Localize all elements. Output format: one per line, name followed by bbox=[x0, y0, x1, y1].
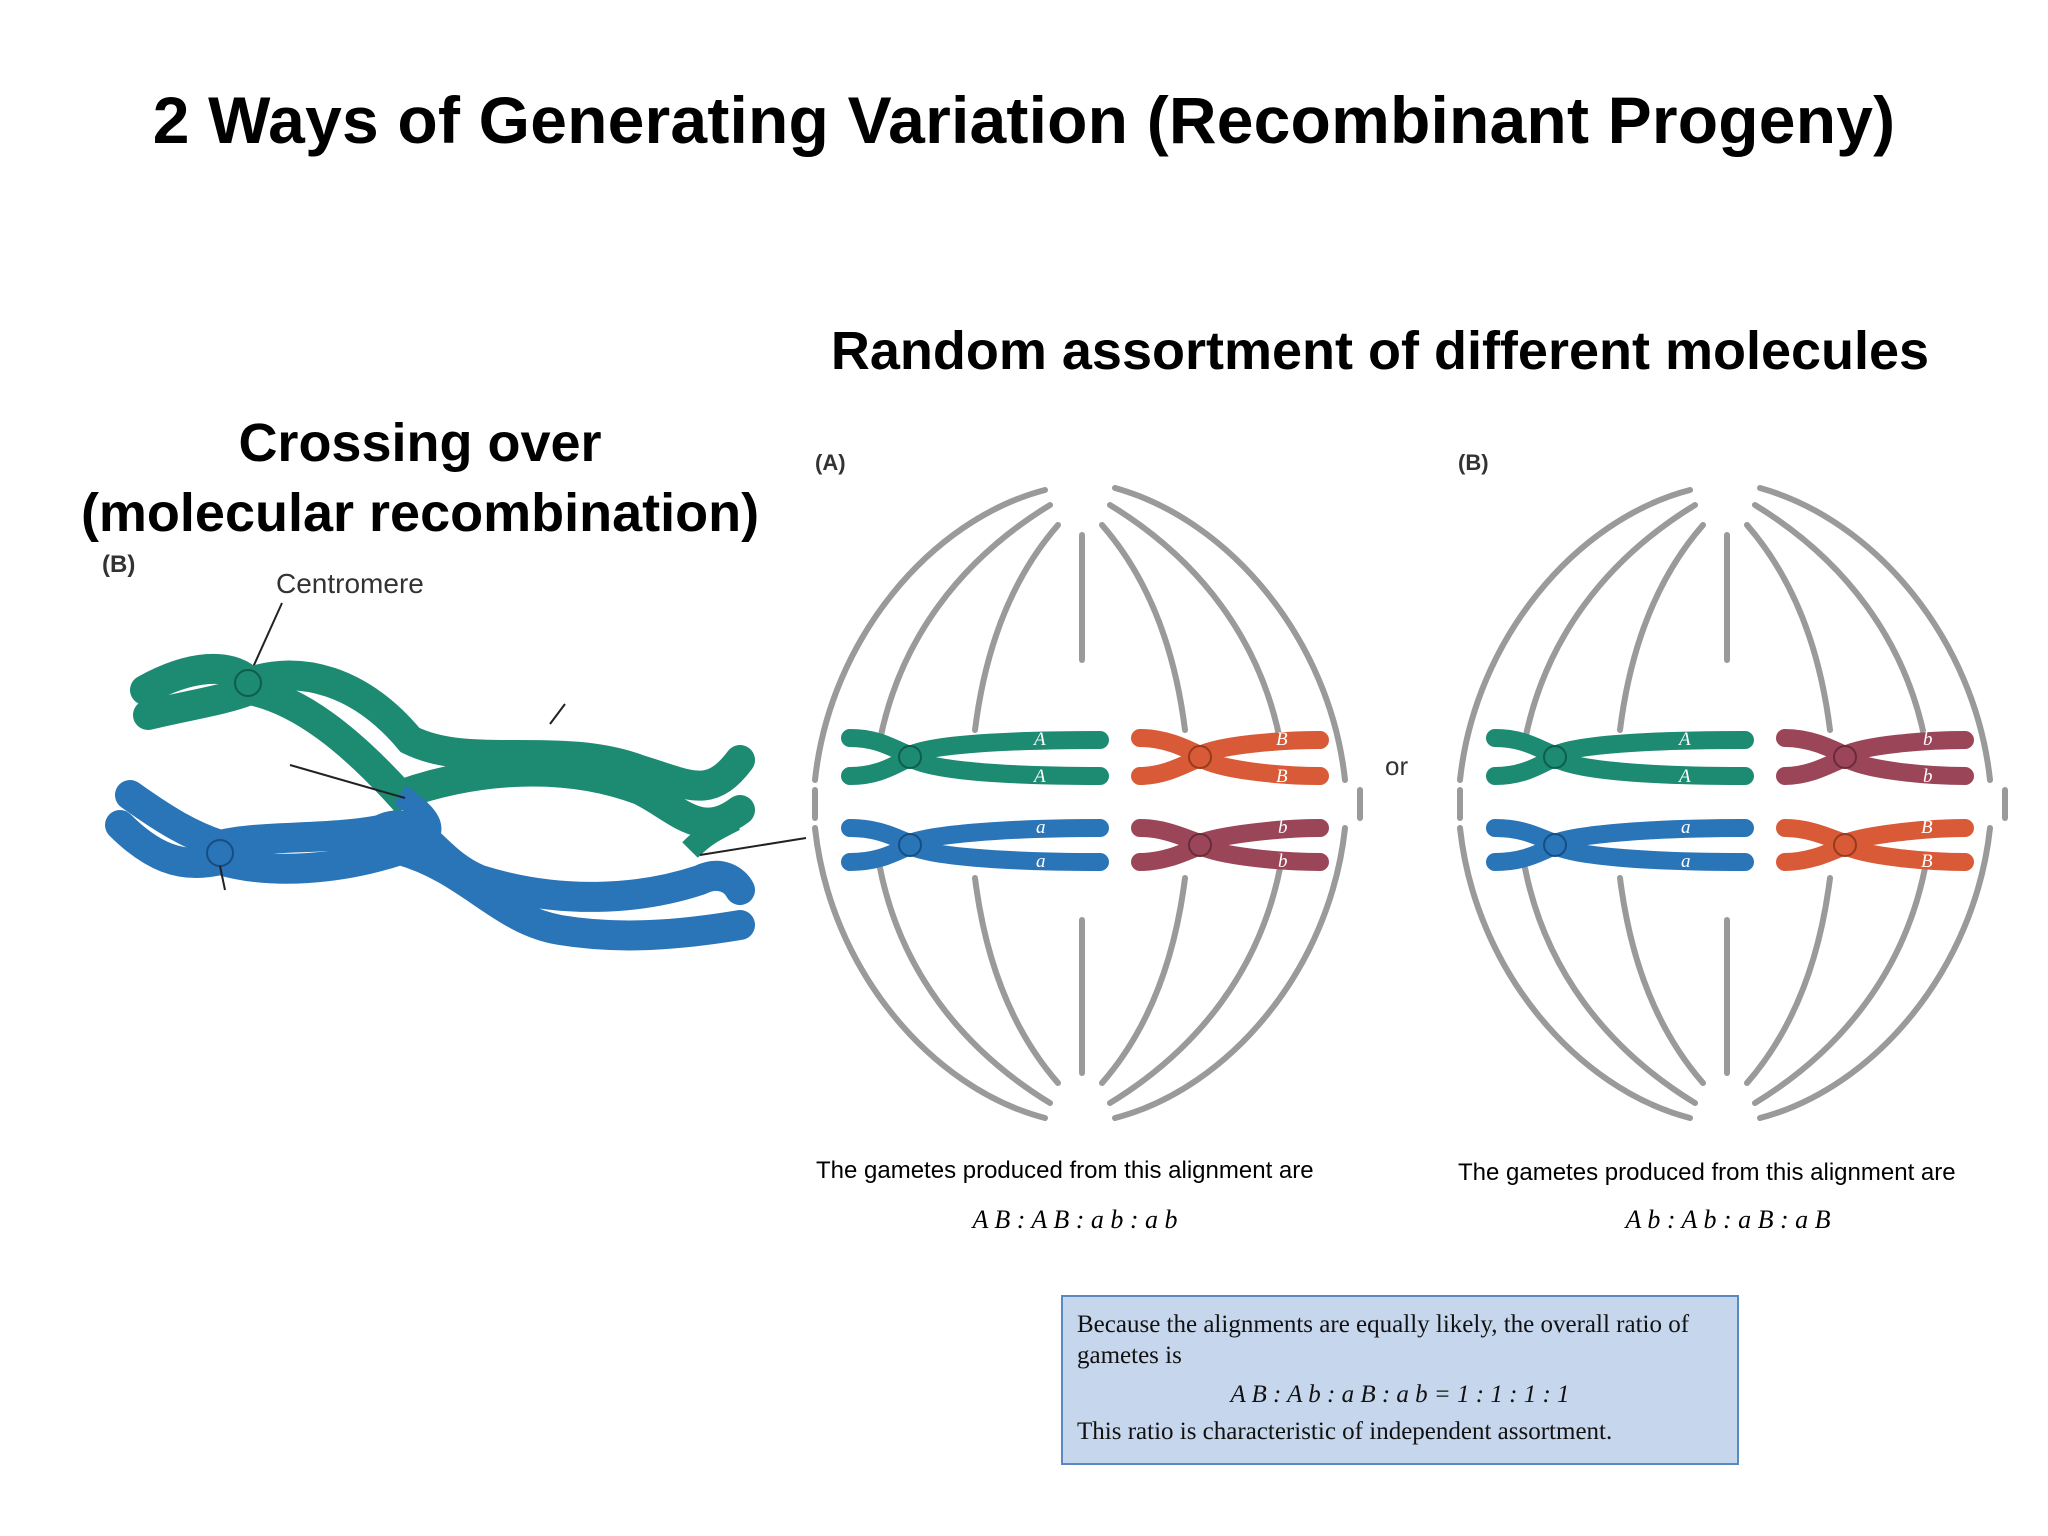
chrom-green-bottom-a bbox=[841, 747, 1109, 785]
allele-A-top-b: A bbox=[1677, 729, 1691, 750]
crossover-segment-right bbox=[682, 810, 740, 858]
summary-ratio: A B : A b : a B : a b = 1 : 1 : 1 : 1 bbox=[1230, 1381, 1570, 1408]
chrom-orange-bottom-a bbox=[1131, 747, 1329, 785]
gametes-a: A B : A B : a b : a b bbox=[970, 1205, 1177, 1234]
blue-centromere bbox=[206, 839, 234, 867]
chrom-blue-top-a bbox=[841, 819, 1109, 853]
centromere-blue-a bbox=[898, 833, 922, 857]
summary-line3: This ratio is characteristic of independ… bbox=[1077, 1418, 1613, 1445]
spindle-fibers-a bbox=[812, 485, 1363, 1121]
allele-a-bottom-b: a bbox=[1681, 851, 1691, 872]
allele-a-top-b: a bbox=[1681, 817, 1691, 838]
chrom-green-top-b bbox=[1486, 729, 1754, 765]
centromere-label: Centromere bbox=[276, 568, 424, 599]
leader-line-2 bbox=[549, 703, 566, 725]
centromere-maroon-a bbox=[1188, 833, 1212, 857]
chrom-maroon-top-a bbox=[1131, 819, 1329, 853]
allele-b-bottom-b: b bbox=[1923, 766, 1933, 787]
chrom-orange-top-a bbox=[1131, 729, 1329, 765]
random-assortment-heading: Random assortment of different molecules bbox=[830, 321, 1930, 381]
panel-a-label: (A) bbox=[815, 450, 846, 475]
chrom-orange-bottom-b bbox=[1776, 836, 1974, 871]
allele-a-bottom-a: a bbox=[1036, 851, 1046, 872]
allele-B-bottom-b: B bbox=[1921, 851, 1933, 872]
spindle-fibers-b bbox=[1457, 485, 2008, 1121]
chrom-blue-top-b bbox=[1486, 819, 1754, 853]
chrom-maroon-bottom-a bbox=[1131, 836, 1329, 871]
crossing-panel-label: (B) bbox=[102, 551, 135, 578]
allele-b-top-a: b bbox=[1278, 817, 1288, 838]
crossover-segment bbox=[393, 785, 442, 854]
gametes-b: A b : A b : a B : a B bbox=[1623, 1205, 1830, 1234]
centromere-green-a bbox=[898, 745, 922, 769]
blue-chromatid-lower bbox=[105, 810, 755, 951]
centromere-orange-a bbox=[1188, 745, 1212, 769]
crossing-over-heading-line1: Crossing over bbox=[238, 413, 602, 473]
centromere-green-b bbox=[1543, 745, 1567, 769]
chrom-maroon-bottom-b bbox=[1776, 747, 1974, 785]
leader-line-4 bbox=[219, 865, 226, 891]
panel-b-label: (B) bbox=[1458, 450, 1489, 475]
allele-B-top-a: B bbox=[1276, 729, 1288, 750]
chrom-green-top-a bbox=[841, 729, 1109, 765]
summary-line1: Because the alignments are equally likel… bbox=[1077, 1311, 1690, 1369]
chrom-blue-bottom-b bbox=[1486, 836, 1754, 871]
chrom-green-bottom-b bbox=[1486, 747, 1754, 785]
allele-b-bottom-a: b bbox=[1278, 851, 1288, 872]
leader-line-1 bbox=[289, 764, 406, 799]
slide-title: 2 Ways of Generating Variation (Recombin… bbox=[152, 83, 1896, 157]
allele-B-top-b: B bbox=[1921, 817, 1933, 838]
allele-B-bottom-a: B bbox=[1276, 766, 1288, 787]
leader-line-3 bbox=[699, 837, 807, 856]
caption-a: The gametes produced from this alignment… bbox=[816, 1157, 1314, 1184]
or-connector: or bbox=[1385, 751, 1408, 781]
chrom-maroon-top-b bbox=[1776, 729, 1974, 765]
crossing-over-heading-line2: (molecular recombination) bbox=[80, 483, 760, 543]
chrom-orange-top-b bbox=[1776, 819, 1974, 853]
allele-A-bottom-a: A bbox=[1032, 766, 1046, 787]
centromere-maroon-b bbox=[1833, 745, 1857, 769]
caption-b: The gametes produced from this alignment… bbox=[1458, 1159, 1956, 1186]
centromere-blue-b bbox=[1543, 833, 1567, 857]
allele-a-top-a: a bbox=[1036, 817, 1046, 838]
allele-b-top-b: b bbox=[1923, 729, 1933, 750]
chrom-blue-bottom-a bbox=[841, 836, 1109, 871]
centromere-orange-b bbox=[1833, 833, 1857, 857]
crossing-over-figure: (B) Centromere bbox=[102, 551, 807, 951]
crossing-over-heading: Crossing over (molecular recombination) bbox=[40, 408, 800, 548]
spindle-panel-b: (B) bbox=[1457, 450, 2008, 1234]
allele-A-top-a: A bbox=[1032, 729, 1046, 750]
spindle-panel-a: (A) bbox=[812, 450, 1363, 1234]
allele-A-bottom-b: A bbox=[1677, 766, 1691, 787]
summary-box: Because the alignments are equally likel… bbox=[1061, 1295, 1739, 1465]
green-centromere bbox=[234, 669, 262, 697]
